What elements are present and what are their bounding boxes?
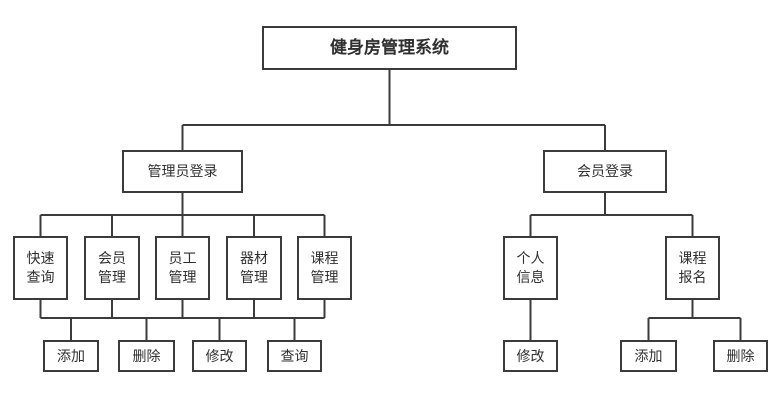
node-admin-action-delete: 删除: [118, 340, 175, 372]
node-course-enrollment-delete: 删除: [713, 340, 768, 372]
node-admin-action-add: 添加: [43, 340, 99, 372]
node-member-management: 会员 管理: [84, 236, 140, 300]
node-personal-info: 个人 信息: [503, 236, 558, 300]
node-staff-management: 员工 管理: [155, 236, 210, 300]
node-admin-login: 管理员登录: [122, 150, 243, 193]
node-equipment-management: 器材 管理: [226, 236, 282, 300]
node-admin-action-modify: 修改: [192, 340, 247, 372]
node-gym-management-system: 健身房管理系统: [262, 26, 517, 70]
node-course-enrollment: 课程 报名: [665, 236, 720, 300]
node-course-management: 课程 管理: [297, 236, 352, 300]
node-course-enrollment-add: 添加: [620, 340, 677, 372]
node-quick-query: 快速 查询: [13, 236, 68, 300]
node-member-login: 会员登录: [543, 150, 667, 193]
node-personal-info-modify: 修改: [503, 340, 558, 372]
node-admin-action-query: 查询: [267, 340, 322, 372]
